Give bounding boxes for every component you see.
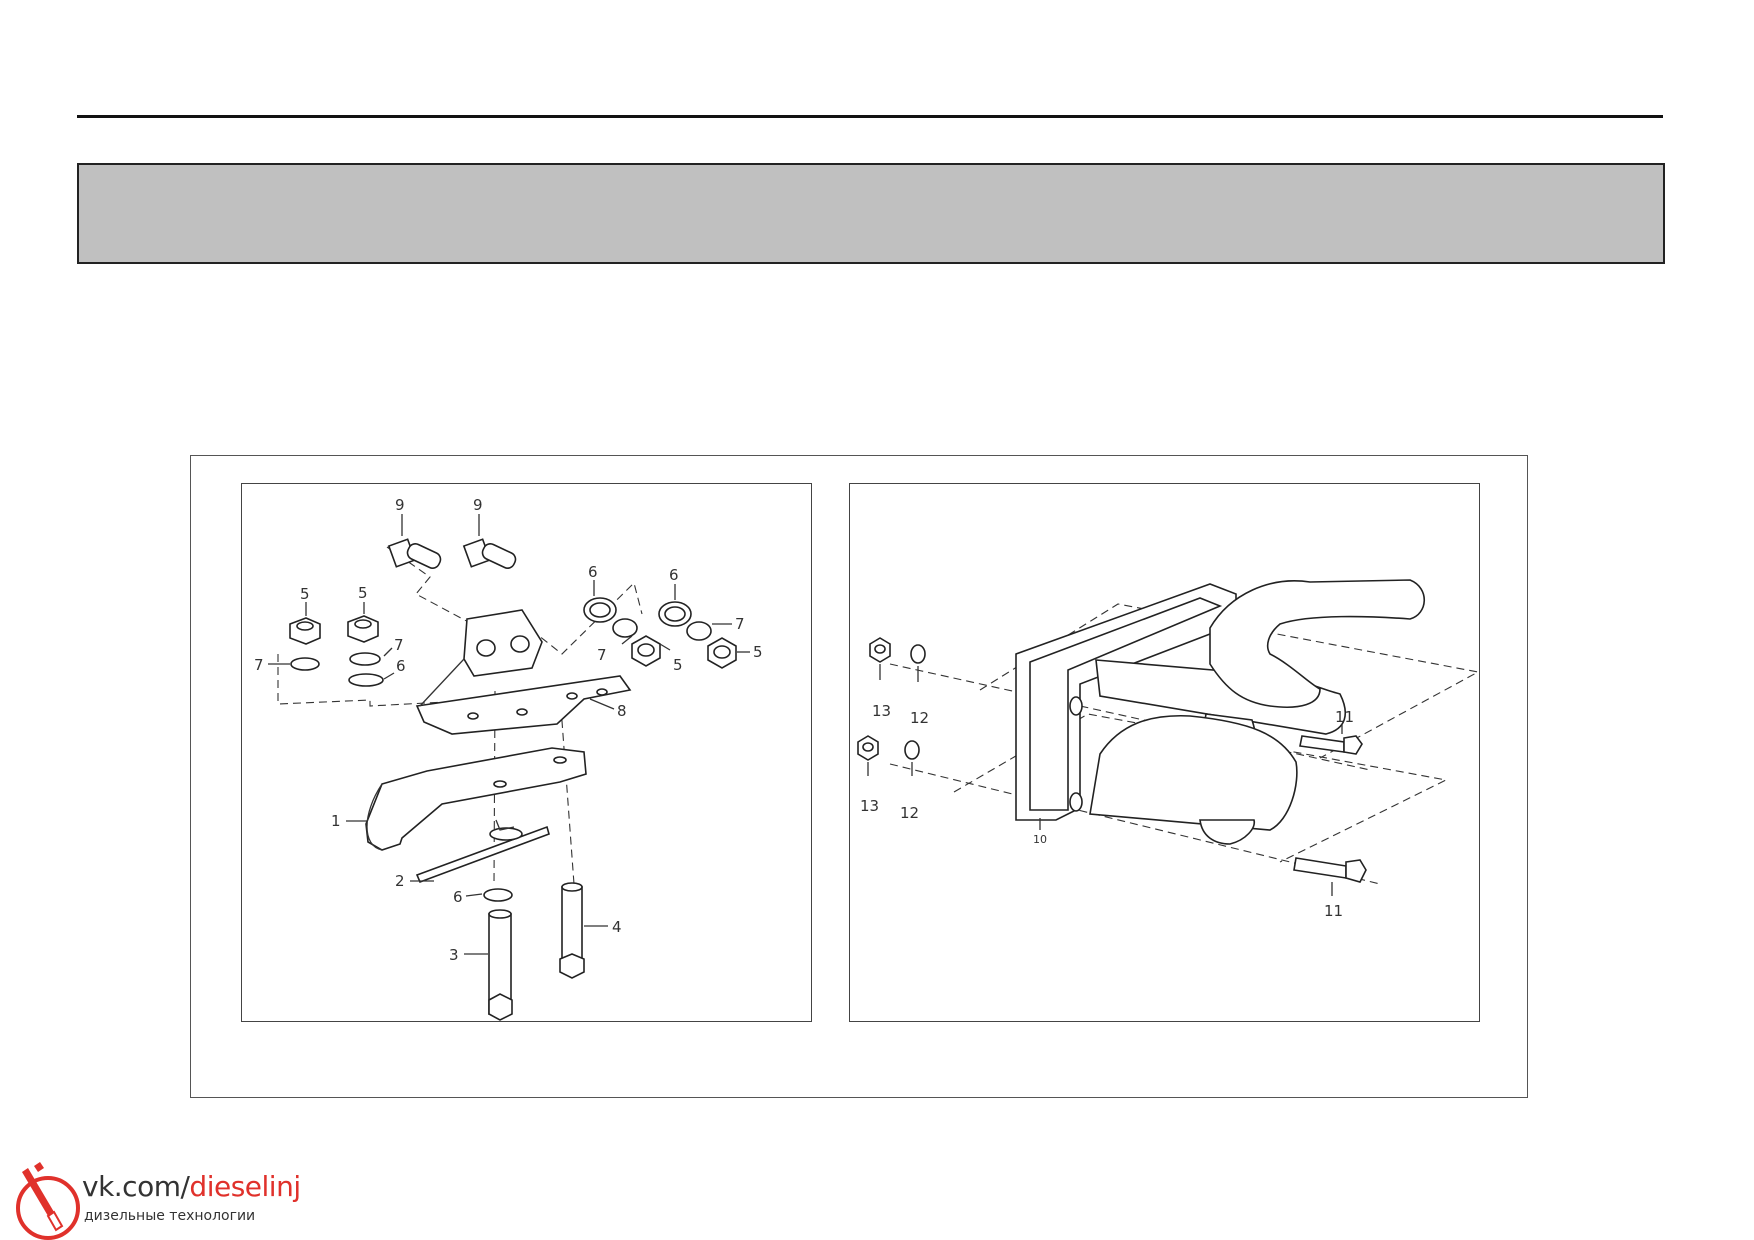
callout-7c: 7 bbox=[597, 646, 607, 664]
callout-11a: 11 bbox=[1335, 708, 1354, 726]
callout-12b: 12 bbox=[900, 804, 919, 822]
callout-13a: 13 bbox=[872, 702, 891, 720]
lock-washer-7-mid bbox=[349, 652, 381, 666]
callout-4: 4 bbox=[612, 918, 622, 936]
dashed-line bbox=[953, 713, 1448, 863]
tow-hook-drawing: 9 9 5 5 7 7 6 6 6 7 7 5 5 8 1 2 6 3 4 bbox=[254, 496, 763, 1021]
callout-7d: 7 bbox=[735, 615, 745, 633]
fuel-injector-logo-icon bbox=[16, 1162, 80, 1240]
lock-washer-7-left bbox=[290, 657, 320, 671]
tow-hook-exploded-view: 9 9 5 5 7 7 6 6 6 7 7 5 5 8 1 2 6 3 4 bbox=[241, 483, 812, 1022]
lock-washer-12-lower bbox=[904, 740, 920, 760]
watermark-url[interactable]: vk.com/dieselinj bbox=[82, 1170, 301, 1203]
callout-1: 1 bbox=[331, 812, 341, 830]
watermark-url-accent: dieselinj bbox=[189, 1170, 301, 1203]
callout-6c: 6 bbox=[669, 566, 679, 584]
lock-washer-12-upper bbox=[910, 644, 926, 664]
callout-13b: 13 bbox=[860, 797, 879, 815]
callout-7b: 7 bbox=[394, 636, 404, 654]
watermark-subtitle: дизельные технологии bbox=[84, 1208, 256, 1224]
callout-11b: 11 bbox=[1324, 902, 1343, 920]
nut-13-lower bbox=[857, 735, 879, 761]
pin-4 bbox=[559, 882, 585, 979]
lock-washer-7-right-a bbox=[612, 618, 638, 638]
callout-5c: 5 bbox=[673, 656, 683, 674]
flat-washer-6-right-a-hole bbox=[589, 602, 611, 618]
pintle-hook-assembly-view: 13 12 13 12 11 11 10 bbox=[849, 483, 1480, 1022]
bracket-8 bbox=[415, 609, 632, 735]
callout-6d: 6 bbox=[453, 888, 463, 906]
callout-6b: 6 bbox=[588, 563, 598, 581]
callout-9b: 9 bbox=[473, 496, 483, 514]
callout-10: 10 bbox=[1033, 833, 1047, 846]
top-rule bbox=[77, 115, 1663, 118]
callout-5d: 5 bbox=[753, 643, 763, 661]
callout-8: 8 bbox=[617, 702, 627, 720]
figure-frame bbox=[190, 455, 1528, 1098]
flat-washer-6-right-b-hole bbox=[664, 606, 686, 622]
title-banner bbox=[77, 163, 1665, 264]
bolt-11-lower bbox=[1293, 857, 1367, 883]
flat-washer-6-mid bbox=[348, 673, 384, 687]
callout-9a: 9 bbox=[395, 496, 405, 514]
pintle-body-10 bbox=[1015, 579, 1425, 845]
pin-3 bbox=[488, 909, 513, 1021]
watermark-url-prefix: vk.com/ bbox=[82, 1170, 190, 1203]
callout-2: 2 bbox=[395, 872, 405, 890]
callout-6a: 6 bbox=[396, 657, 406, 675]
dashed-line bbox=[277, 654, 558, 708]
bolt-11-upper bbox=[1299, 735, 1363, 755]
callout-5b: 5 bbox=[358, 584, 368, 602]
flat-washer-6-lower bbox=[483, 888, 513, 902]
latch-spring-2 bbox=[415, 819, 550, 884]
hook-1 bbox=[365, 747, 587, 851]
lock-washer-7-right-b bbox=[686, 621, 712, 641]
bolt-9a bbox=[387, 538, 442, 569]
bolt-9b bbox=[462, 538, 517, 569]
dashed-line bbox=[559, 693, 575, 885]
callout-12a: 12 bbox=[910, 709, 929, 727]
watermark-logo: vk.com/dieselinj дизельные технологии bbox=[10, 1160, 310, 1240]
nut-5-left bbox=[289, 617, 321, 645]
callout-7a: 7 bbox=[254, 656, 264, 674]
nut-5-mid bbox=[347, 615, 379, 643]
nut-5-right-b bbox=[707, 637, 737, 669]
pintle-hook-drawing: 13 12 13 12 11 11 10 bbox=[857, 579, 1480, 920]
nut-5-right-a bbox=[631, 635, 661, 667]
nut-13-upper bbox=[869, 637, 891, 663]
callout-3: 3 bbox=[449, 946, 459, 964]
callout-5a: 5 bbox=[300, 585, 310, 603]
